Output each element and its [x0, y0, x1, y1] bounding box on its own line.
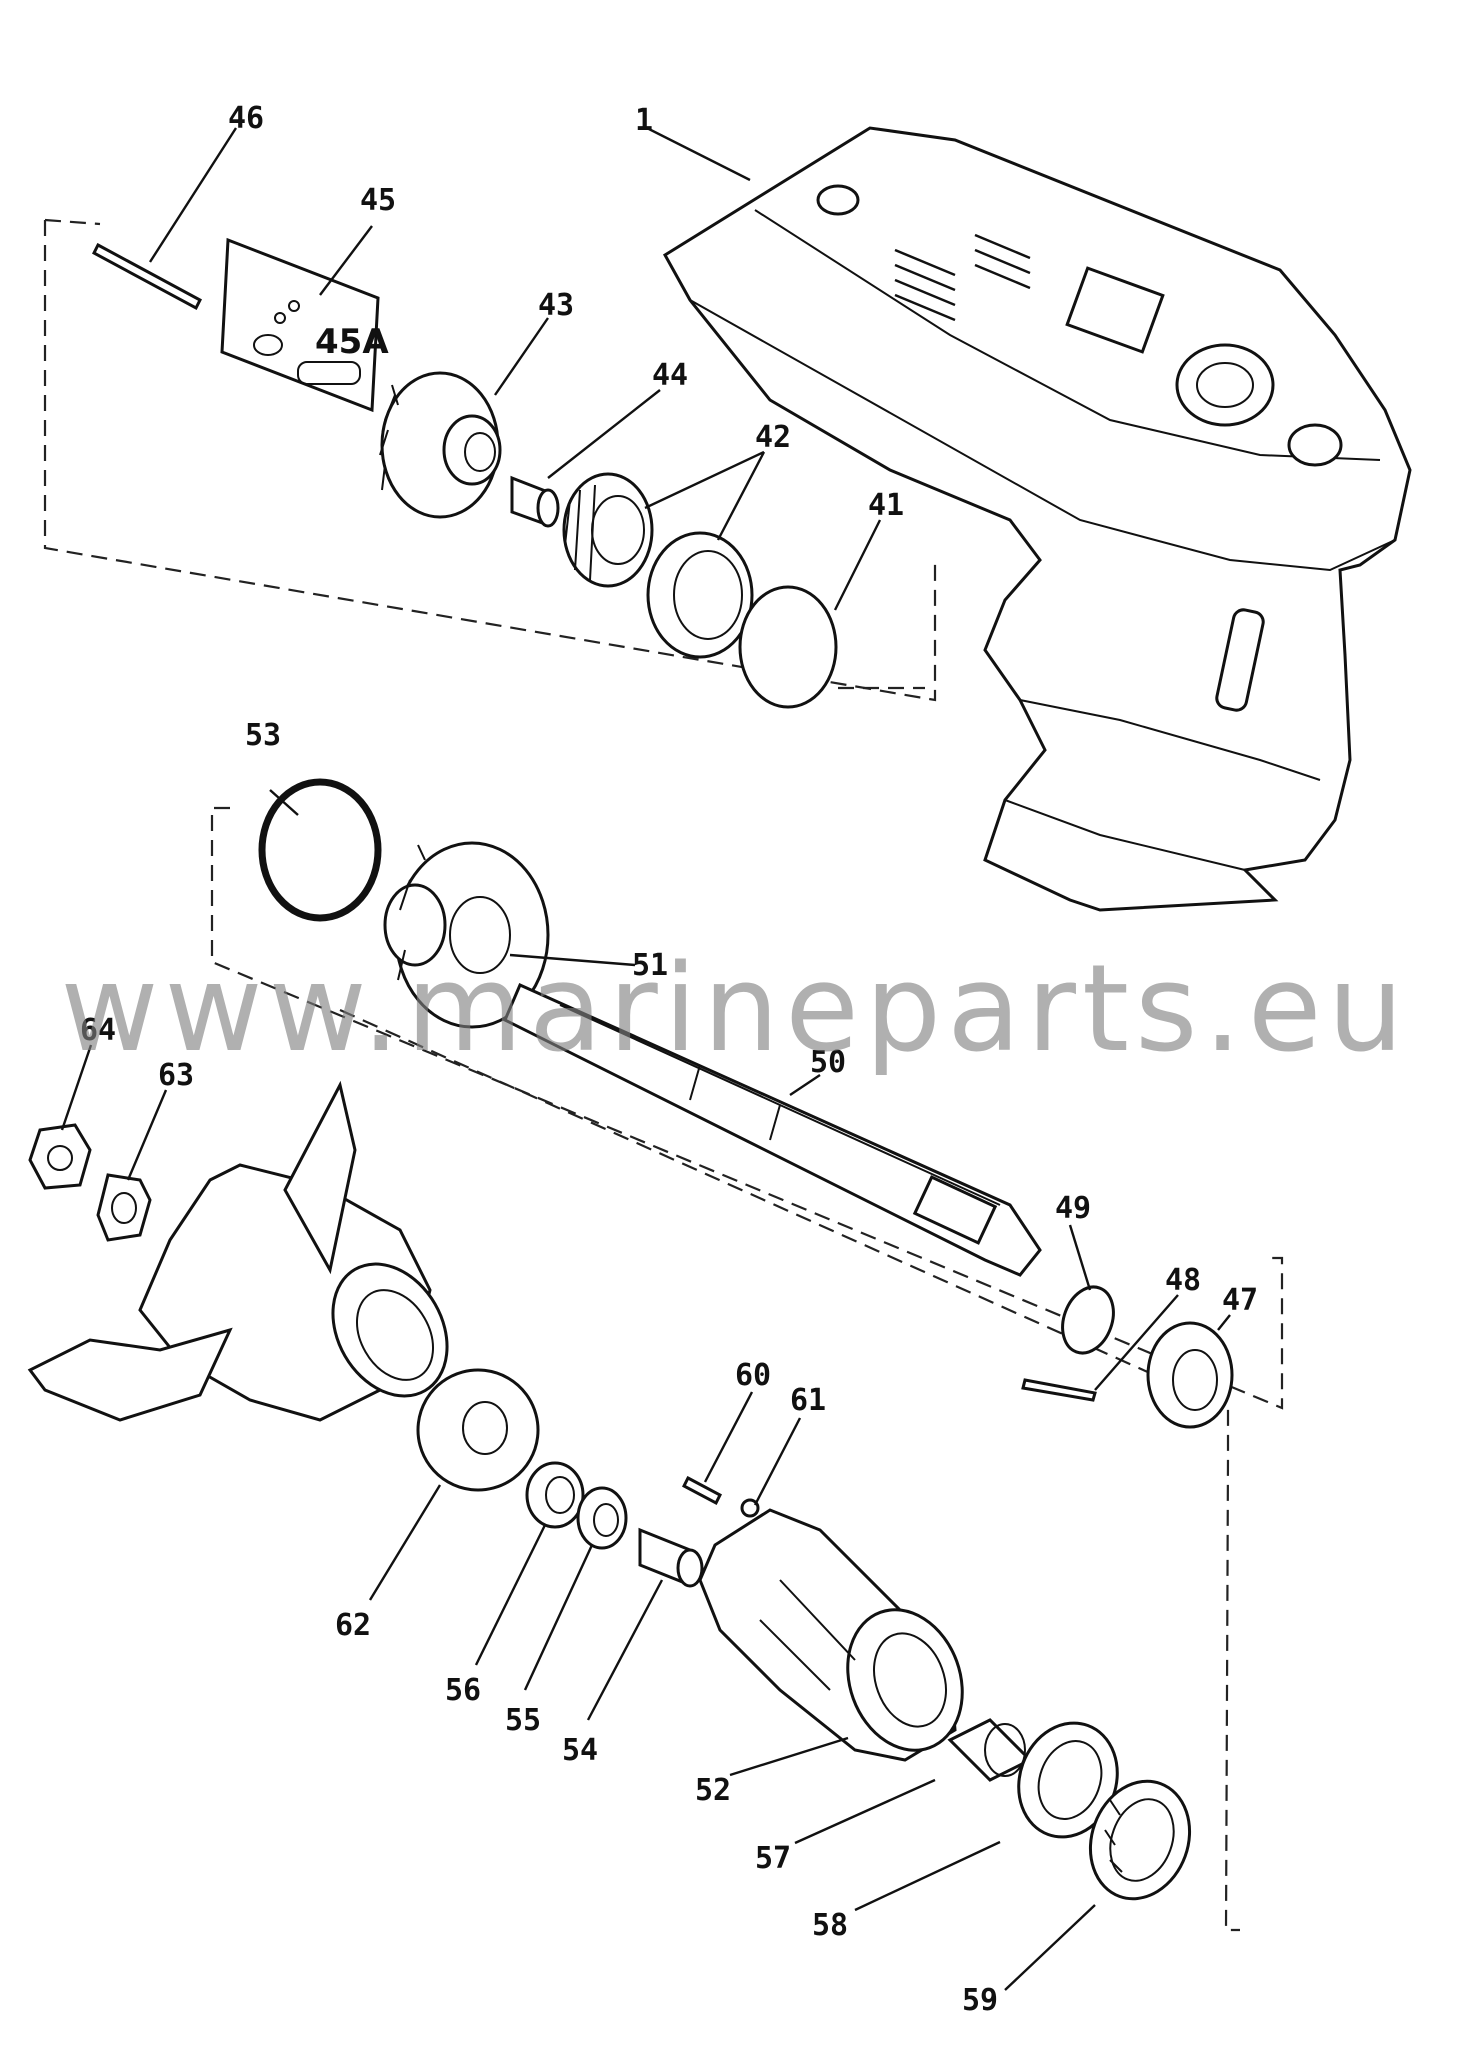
- part-55-washer: [576, 1486, 628, 1550]
- callout-45: 45: [360, 183, 396, 218]
- callout-45a: 45A: [315, 322, 389, 362]
- part-62-thrust-hub: [416, 1368, 540, 1492]
- callout-61: 61: [790, 1383, 826, 1418]
- callout-1: 1: [635, 103, 653, 138]
- gear-housing: [662, 126, 1412, 912]
- part-63-tab-washer: [96, 1173, 152, 1242]
- callout-51: 51: [632, 948, 668, 983]
- assembly-outline-middle: [210, 806, 1284, 1410]
- callout-63: 63: [158, 1058, 194, 1093]
- part-41-o-ring: [738, 585, 838, 709]
- part-52-bearing-carrier: [698, 1508, 964, 1762]
- part-48-pin: [1021, 1378, 1097, 1402]
- callout-48: 48: [1165, 1263, 1201, 1298]
- part-64-nut: [28, 1123, 92, 1190]
- part-61-washer: [740, 1498, 760, 1518]
- part-43-pinion-gear: [379, 371, 502, 519]
- callout-44: 44: [652, 358, 688, 393]
- callout-56: 56: [445, 1673, 481, 1708]
- part-49-ring: [1061, 1285, 1115, 1355]
- part-46-pin: [92, 242, 202, 311]
- callout-60: 60: [735, 1358, 771, 1393]
- callout-50: 50: [810, 1045, 846, 1080]
- callout-58: 58: [812, 1908, 848, 1943]
- callout-41: 41: [868, 488, 904, 523]
- part-47-clutch: [1146, 1321, 1234, 1429]
- propeller: [27, 1080, 449, 1422]
- part-42-tapered-bearing: [562, 472, 654, 588]
- callout-64: 64: [80, 1013, 116, 1048]
- part-54-needle-bearing: [638, 1527, 704, 1588]
- callout-53: 53: [245, 718, 281, 753]
- housing-vent-slots: [894, 233, 1031, 322]
- assembly-outline-upper: [43, 220, 937, 702]
- callout-43: 43: [538, 288, 574, 323]
- part-56-oil-seal: [525, 1461, 585, 1529]
- part-44-roller-bearing: [510, 475, 560, 528]
- part-59-thrust-bearing: [1088, 1779, 1192, 1901]
- part-45-kit-card: [220, 237, 380, 413]
- leader-lines: [60, 124, 1231, 1991]
- callout-59: 59: [962, 1983, 998, 2018]
- callout-42: 42: [755, 420, 791, 455]
- callout-47: 47: [1222, 1283, 1258, 1318]
- part-53-o-ring: [258, 778, 382, 922]
- callout-52: 52: [695, 1773, 731, 1808]
- part-60-bolt: [682, 1475, 722, 1506]
- callout-54: 54: [562, 1733, 598, 1768]
- part-51-forward-gear: [383, 841, 550, 1029]
- assembly-outline-upper-link: [44, 218, 925, 690]
- callout-62: 62: [335, 1608, 371, 1643]
- callout-55: 55: [505, 1703, 541, 1738]
- callout-46: 46: [228, 101, 264, 136]
- part-57-roller-bearing: [947, 1718, 1033, 1782]
- part-42-bearing-cup: [646, 531, 754, 659]
- callout-labels: 1 46 45 45A 43 44 42 41 53 51 50 49 48 4…: [80, 101, 1258, 2018]
- callout-57: 57: [755, 1841, 791, 1876]
- callout-49: 49: [1055, 1191, 1091, 1226]
- part-50-propeller-shaft: [503, 983, 1042, 1277]
